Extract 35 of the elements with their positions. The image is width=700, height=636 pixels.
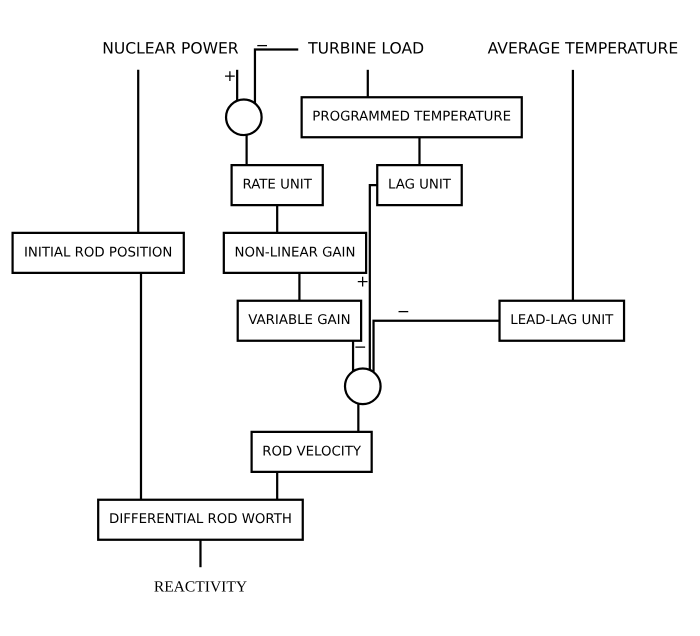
connector [357, 403, 360, 432]
connector [372, 319, 500, 372]
connector [246, 134, 248, 164]
edge-label: + [223, 66, 236, 84]
connector [276, 204, 278, 232]
node-box: DIFFERENTIAL ROD WORTH [97, 498, 304, 540]
connector [140, 272, 142, 499]
node-box: PROGRAMMED TEMPERATURE [300, 96, 523, 138]
node-text: REACTIVITY [154, 578, 248, 596]
node-circle [344, 366, 382, 405]
node-box: RATE UNIT [230, 163, 324, 206]
node-box: LEAD-LAG UNIT [498, 299, 626, 342]
edge-label: − [256, 36, 269, 54]
node-box: INITIAL ROD POSITION [11, 231, 185, 274]
node-text: NUCLEAR POWER [102, 39, 239, 58]
connector [298, 272, 301, 300]
node-box: LAG UNIT [376, 163, 463, 206]
connector [368, 183, 378, 370]
connector [137, 69, 140, 232]
edge-label: − [396, 302, 410, 320]
node-box: NON-LINEAR GAIN [222, 231, 368, 274]
connector [276, 472, 278, 499]
connector [352, 340, 354, 371]
connector [366, 69, 369, 96]
connector [236, 69, 238, 100]
node-box: ROD VELOCITY [250, 430, 373, 473]
node-text: AVERAGE TEMPERATURE [488, 39, 678, 58]
connector [418, 137, 421, 164]
connector [572, 69, 574, 300]
node-box: VARIABLE GAIN [236, 299, 362, 342]
connector [199, 540, 202, 567]
node-circle [224, 98, 263, 136]
node-text: TURBINE LOAD [308, 39, 424, 58]
edge-label: + [356, 272, 370, 290]
connector [254, 48, 298, 103]
